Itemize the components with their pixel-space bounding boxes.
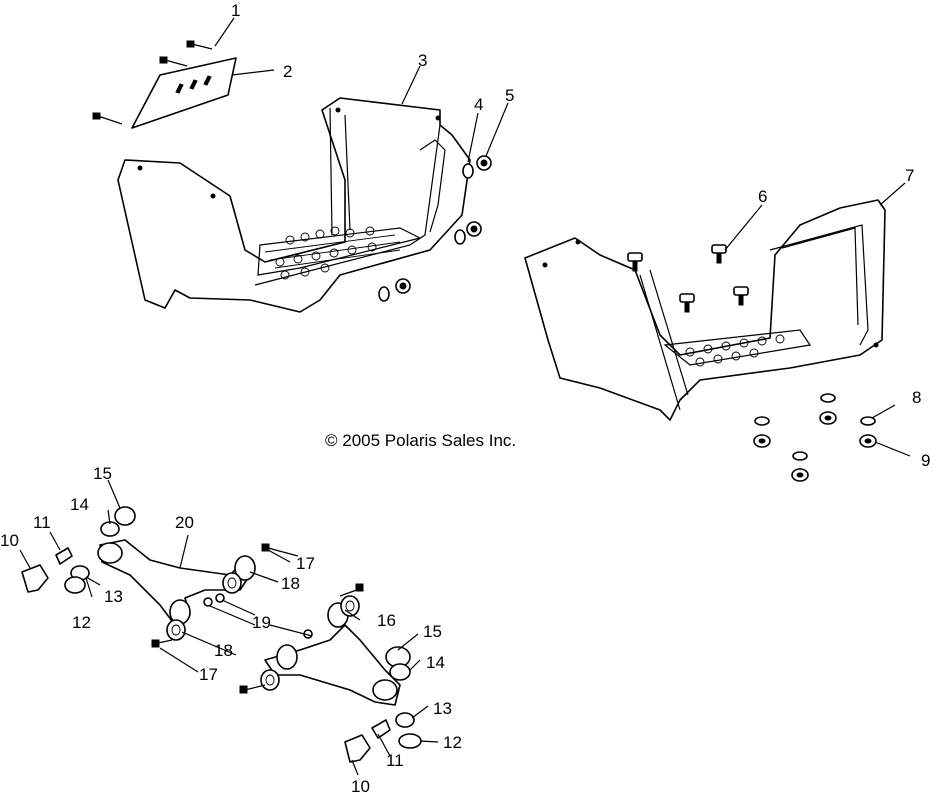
- part-6-bolts: [627, 244, 749, 313]
- leader-lines: [19, 17, 911, 776]
- callout-14-lower: 14: [426, 653, 445, 672]
- callout-19: 19: [252, 613, 271, 632]
- part-17-bolts: [151, 543, 364, 694]
- part-8-9-washers-nuts: [753, 393, 877, 482]
- callout-12-upper: 12: [72, 613, 91, 632]
- right-footwell: [524, 199, 886, 421]
- callout-20: 20: [175, 513, 194, 532]
- part-4-5-washers-nuts: [378, 155, 492, 302]
- callout-17-lower: 17: [199, 665, 218, 684]
- upper-a-arm: [97, 539, 256, 626]
- callout-11-lower: 11: [386, 751, 404, 770]
- part-1-screws: [92, 40, 213, 125]
- callout-1: 1: [231, 1, 240, 20]
- lower-a-arm: [264, 602, 401, 706]
- upper-ball-joint-parts: [21, 506, 136, 594]
- left-footwell: [117, 97, 471, 313]
- callout-14-upper: 14: [70, 495, 89, 514]
- callout-18-lower: 18: [214, 641, 233, 660]
- copyright-notice: © 2005 Polaris Sales Inc.: [325, 431, 516, 450]
- callout-16: 16: [377, 611, 396, 630]
- callout-13-upper: 13: [104, 587, 123, 606]
- callout-2: 2: [283, 62, 292, 81]
- callout-15-upper: 15: [93, 464, 112, 483]
- callout-17-upper: 17: [296, 554, 315, 573]
- callout-8: 8: [912, 388, 921, 407]
- callout-10-upper: 10: [0, 531, 19, 550]
- callout-9: 9: [921, 451, 930, 470]
- lower-ball-joint-parts: [344, 646, 422, 763]
- callout-12-lower: 12: [443, 733, 462, 752]
- left-footwell-tread: [275, 226, 377, 280]
- callout-11-upper: 11: [33, 513, 51, 532]
- callout-5: 5: [505, 86, 514, 105]
- callout-4: 4: [474, 95, 483, 114]
- part-2-plate: [131, 57, 237, 129]
- right-footwell-tread: [685, 334, 785, 367]
- callout-6: 6: [758, 187, 767, 206]
- part-18-bushings: [166, 572, 360, 691]
- callout-15-lower: 15: [423, 622, 442, 641]
- callout-10-lower: 10: [351, 777, 370, 794]
- callout-13-lower: 13: [433, 699, 452, 718]
- callout-18-upper: 18: [281, 574, 300, 593]
- callout-3: 3: [418, 51, 427, 70]
- callout-7: 7: [905, 166, 914, 185]
